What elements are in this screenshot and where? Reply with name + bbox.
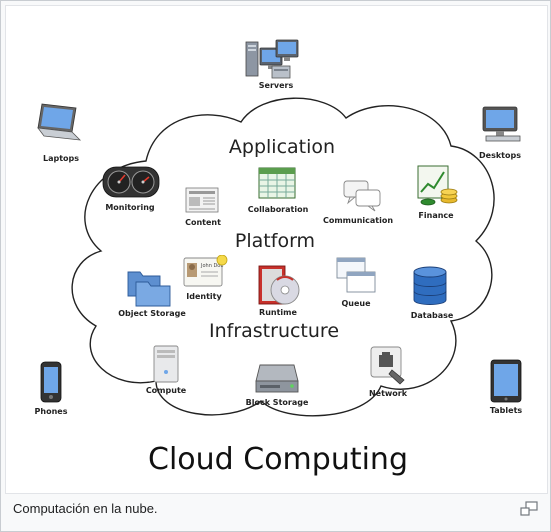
label-tablets: Tablets [489,406,523,415]
laptop-icon [37,103,82,141]
label-communication: Communication [322,216,394,225]
queue-windows-icon [336,257,376,293]
figure-caption: Computación en la nube. [13,501,158,516]
label-collaboration: Collaboration [247,205,309,214]
section-platform: Platform [234,230,316,252]
label-object-storage: Object Storage [118,309,186,318]
identity-card-icon: John Doe [183,255,228,287]
identity-card-text: John Doe [200,263,223,269]
servers-icon [245,39,299,79]
cloud-outline [71,97,495,417]
database-cylinder-icon [413,266,447,305]
label-database: Database [410,311,454,320]
label-network: Network [368,389,408,398]
desktop-icon [482,106,521,142]
diagram-title: Cloud Computing [148,442,408,477]
label-desktops: Desktops [479,151,521,160]
content-newspaper-icon [185,187,219,213]
collaboration-spreadsheet-icon [258,167,296,199]
label-block-storage: Block Storage [245,398,309,407]
network-jack-icon [370,346,405,385]
block-storage-drive-icon [255,364,299,393]
phone-icon [40,361,62,403]
cloud-computing-figure[interactable]: Servers Laptops Desktops Phones [5,5,548,494]
label-phones: Phones [34,407,68,416]
runtime-disc-icon [258,265,300,305]
compute-server-tower-icon [153,345,179,383]
label-laptops: Laptops [42,154,80,163]
label-servers: Servers [258,81,294,90]
section-infrastructure: Infrastructure [208,320,340,342]
magnify-icon[interactable] [519,501,539,517]
label-runtime: Runtime [259,308,297,317]
label-finance: Finance [418,211,454,220]
finance-chart-coins-icon [417,165,458,206]
label-monitoring: Monitoring [105,203,155,212]
tablet-icon [490,359,522,403]
label-compute: Compute [145,386,187,395]
communication-chat-icon [343,180,381,212]
monitoring-gauge-icon [102,166,160,198]
label-queue: Queue [341,299,371,308]
label-content: Content [185,218,221,227]
label-identity: Identity [186,292,222,301]
section-application: Application [228,136,336,158]
object-storage-folder-icon [127,271,171,307]
